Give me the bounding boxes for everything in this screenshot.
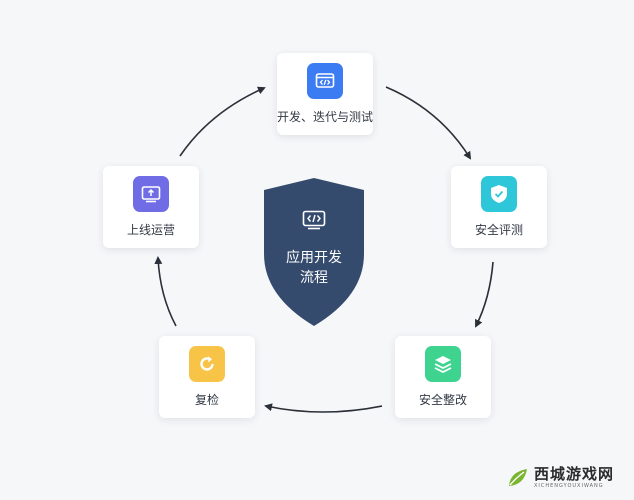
code-window-icon [307, 63, 343, 99]
node-security-fix: 安全整改 [395, 336, 491, 418]
center-title-line1: 应用开发 [286, 250, 342, 266]
watermark-title: 西城游戏网 [534, 465, 615, 483]
center-shield: 应用开发 流程 [262, 176, 366, 328]
shield-check-icon [481, 176, 517, 212]
layers-icon [425, 346, 461, 382]
watermark-subtitle: XICHENGYOUXIWANG [534, 483, 604, 489]
node-recheck: 复检 [159, 336, 255, 418]
watermark-logo: 西城游戏网 XICHENGYOUXIWANG [506, 462, 628, 494]
code-window-icon [302, 210, 326, 234]
node-launch-label: 上线运营 [126, 223, 175, 237]
arrow-develop-to-eval [385, 86, 472, 160]
arrow-eval-to-fix [475, 261, 494, 328]
leaf-logo-icon [509, 469, 527, 486]
node-security-eval: 安全评测 [451, 166, 547, 248]
refresh-icon [189, 346, 225, 382]
node-develop: 开发、迭代与测试 [277, 53, 373, 135]
node-security-eval-label: 安全评测 [474, 223, 523, 237]
node-security-fix-label: 安全整改 [418, 393, 467, 407]
upload-monitor-icon [133, 176, 169, 212]
arrow-recheck-to-launch [154, 256, 177, 327]
shield-shape [264, 178, 364, 326]
node-develop-label: 开发、迭代与测试 [277, 110, 374, 124]
arrow-fix-to-recheck [264, 403, 383, 413]
arrow-launch-to-develop [179, 86, 266, 157]
node-launch: 上线运营 [103, 166, 199, 248]
center-title: 应用开发 流程 [262, 248, 366, 288]
node-recheck-label: 复检 [194, 393, 219, 407]
center-title-line2: 流程 [300, 270, 328, 286]
